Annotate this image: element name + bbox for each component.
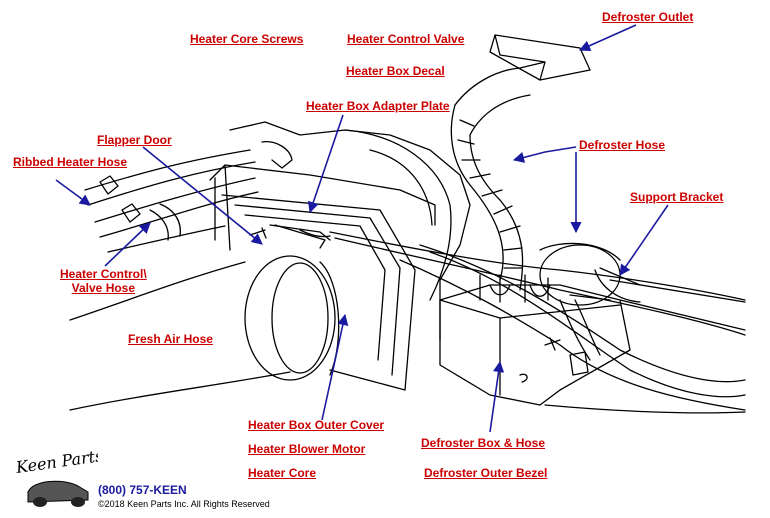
arrow-control-valve-hose (104, 222, 151, 267)
arrow-ribbed-hose (55, 179, 91, 206)
label-ribbed-heater-hose[interactable]: Ribbed Heater Hose (13, 155, 128, 169)
label-heater-box-decal[interactable]: Heater Box Decal (346, 64, 445, 78)
defroster-outlet (489, 34, 591, 81)
svg-text:Keen Parts: Keen Parts (14, 450, 98, 477)
arrow-support-bracket (619, 204, 669, 276)
label-defroster-outer-bezel[interactable]: Defroster Outer Bezel (424, 466, 548, 480)
label-heater-box-adapter-plate[interactable]: Heater Box Adapter Plate (306, 99, 450, 113)
label-heater-control-valve-hose[interactable]: Heater Control\ Valve Hose (60, 267, 147, 295)
label-heater-core[interactable]: Heater Core (248, 466, 317, 480)
label-heater-box-outer-cover[interactable]: Heater Box Outer Cover (248, 418, 385, 432)
label-defroster-box-hose[interactable]: Defroster Box & Hose (421, 436, 546, 450)
wiring-cables (329, 231, 746, 414)
label-heater-control-valve-hose-line2: Valve Hose (71, 281, 136, 295)
arrow-adapter-plate (307, 114, 344, 214)
label-fresh-air-hose[interactable]: Fresh Air Hose (128, 332, 213, 346)
label-flapper-door[interactable]: Flapper Door (97, 133, 172, 147)
label-defroster-hose[interactable]: Defroster Hose (579, 138, 666, 152)
label-heater-blower-motor[interactable]: Heater Blower Motor (248, 442, 366, 456)
arrow-defroster-box (489, 360, 505, 433)
copyright-text: ©2018 Keen Parts Inc. All Rights Reserve… (98, 499, 270, 509)
arrow-outer-cover (321, 313, 349, 421)
arrow-defroster-hose-up (512, 146, 577, 163)
label-defroster-outlet[interactable]: Defroster Outlet (602, 10, 694, 24)
arrow-defroster-outlet (578, 24, 637, 52)
arrow-flapper-door (142, 146, 263, 245)
support-bracket (539, 242, 746, 331)
defroster-box (439, 284, 631, 406)
label-heater-control-valve-hose-line1: Heater Control\ (60, 267, 147, 281)
label-support-bracket[interactable]: Support Bracket (630, 190, 724, 204)
heater-box (209, 121, 471, 391)
keen-parts-car-logo-icon: Keen Parts (14, 450, 98, 507)
label-heater-core-screws[interactable]: Heater Core Screws (190, 32, 304, 46)
phone-number[interactable]: (800) 757-KEEN (98, 483, 187, 497)
label-heater-control-valve[interactable]: Heater Control Valve (347, 32, 465, 46)
